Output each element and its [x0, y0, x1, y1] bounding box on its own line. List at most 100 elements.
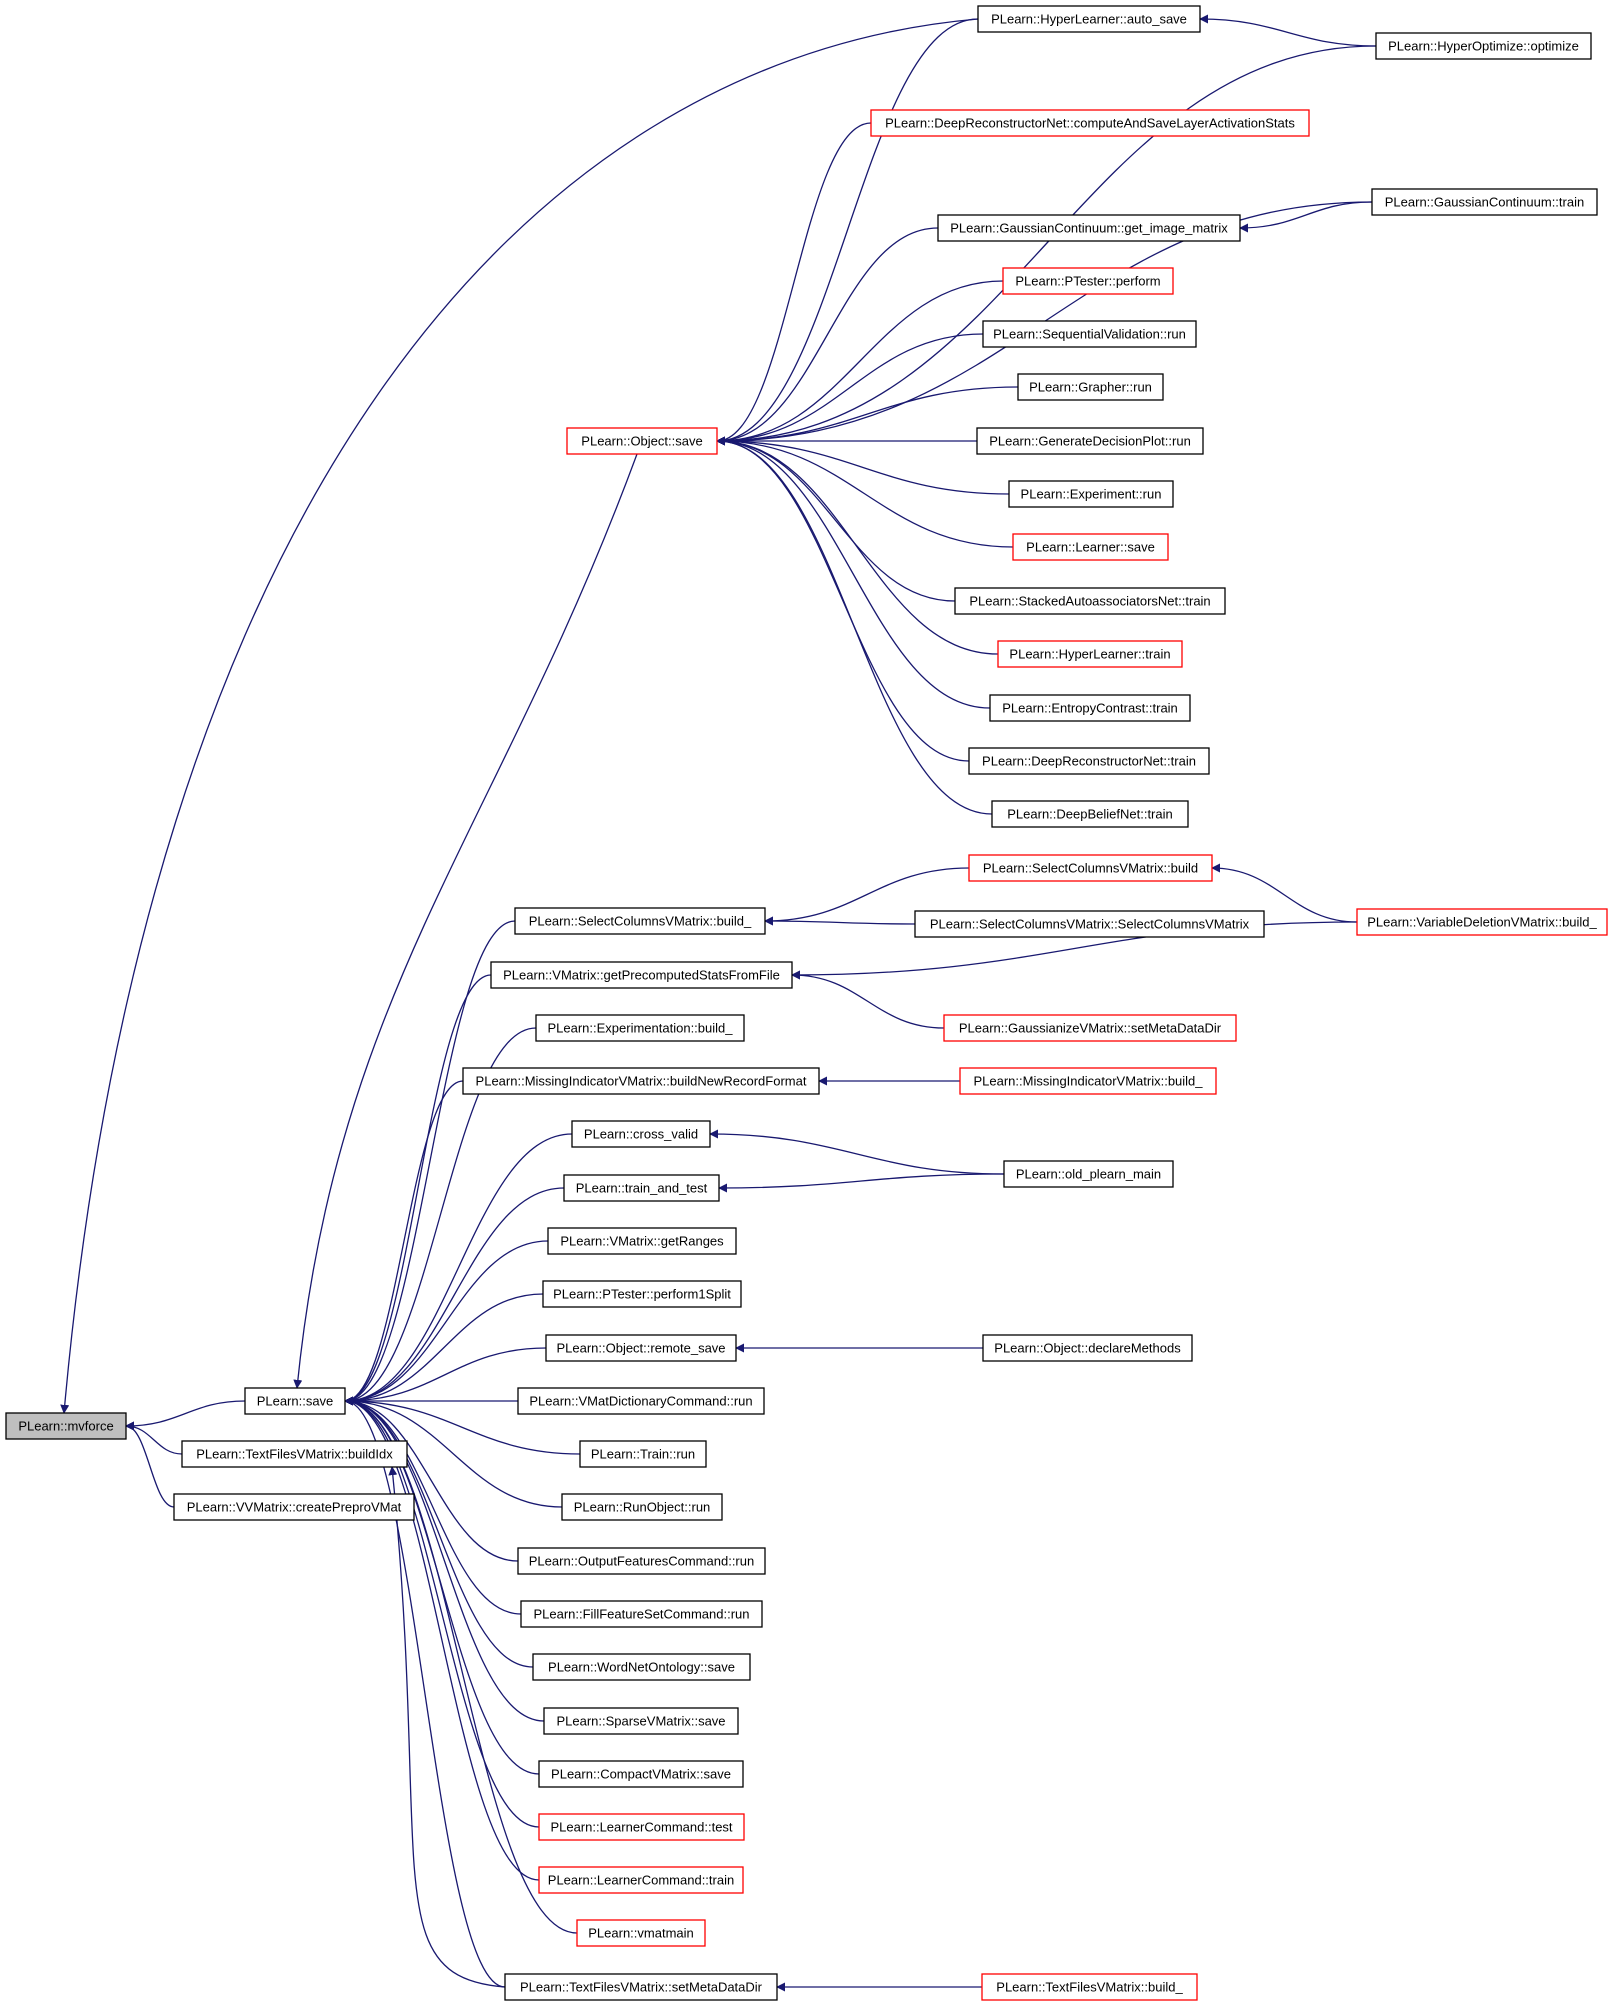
node-seqval[interactable]: PLearn::SequentialValidation::run: [982, 320, 1197, 348]
node-box: [181, 1440, 408, 1468]
node-learner_save[interactable]: PLearn::Learner::save: [1012, 533, 1169, 561]
node-runobj[interactable]: PLearn::RunObject::run: [561, 1493, 723, 1521]
node-box: [517, 1547, 766, 1575]
node-train_run[interactable]: PLearn::Train::run: [579, 1440, 707, 1468]
edge-getranges-to-save: [344, 1240, 549, 1406]
node-save[interactable]: PLearn::save: [244, 1387, 346, 1415]
nodes-layer: PLearn::mvforce PLearn::savePLearn::TextF…: [5, 5, 1608, 2001]
node-entropy[interactable]: PLearn::EntropyContrast::train: [989, 694, 1191, 722]
node-label: PLearn::StackedAutoassociatorsNet::train: [969, 594, 1210, 609]
node-vdv_build_[interactable]: PLearn::VariableDeletionVMatrix::build_: [1356, 908, 1608, 936]
node-dbn[interactable]: PLearn::DeepBeliefNet::train: [991, 800, 1189, 828]
node-box: [545, 1334, 737, 1362]
node-box: [959, 1067, 1217, 1095]
node-gc_train[interactable]: PLearn::GaussianContinuum::train: [1371, 188, 1598, 216]
node-getranges[interactable]: PLearn::VMatrix::getRanges: [547, 1227, 737, 1255]
edge-lc_test-to-save: [344, 1396, 540, 1828]
edge-obj_save-to-save: [293, 453, 638, 1389]
node-compact[interactable]: PLearn::CompactVMatrix::save: [538, 1760, 744, 1788]
node-scv_build[interactable]: PLearn::SelectColumnsVMatrix::build: [968, 854, 1213, 882]
node-box: [976, 427, 1204, 455]
node-label: PLearn::Train::run: [591, 1447, 695, 1462]
node-ptester_perform[interactable]: PLearn::PTester::perform: [1002, 267, 1174, 295]
node-sanet[interactable]: PLearn::StackedAutoassociatorsNet::train: [954, 587, 1226, 615]
node-box: [870, 109, 1310, 137]
node-tfv_buildIdx[interactable]: PLearn::TextFilesVMatrix::buildIdx: [181, 1440, 408, 1468]
edge-old_main-to-cross_valid: [709, 1129, 1005, 1175]
node-label: PLearn::DeepReconstructorNet::train: [982, 754, 1196, 769]
node-label: PLearn::Object::remote_save: [556, 1341, 725, 1356]
node-box: [1356, 908, 1608, 936]
node-experiment[interactable]: PLearn::Experiment::run: [1008, 480, 1174, 508]
edge-grapher-to-obj_save: [716, 386, 1019, 446]
node-wordnet[interactable]: PLearn::WordNetOntology::save: [532, 1653, 751, 1681]
node-box: [571, 1120, 711, 1148]
node-vm_getpre[interactable]: PLearn::VMatrix::getPrecomputedStatsFrom…: [490, 961, 793, 989]
edge-gauss_setmeta-to-vm_getpre: [791, 970, 945, 1029]
node-label: PLearn::Object::declareMethods: [994, 1341, 1181, 1356]
node-outfeat[interactable]: PLearn::OutputFeaturesCommand::run: [517, 1547, 766, 1575]
node-gc_img[interactable]: PLearn::GaussianContinuum::get_image_mat…: [937, 214, 1241, 242]
node-drn_compute[interactable]: PLearn::DeepReconstructorNet::computeAnd…: [870, 109, 1310, 137]
node-scv_ctor[interactable]: PLearn::SelectColumnsVMatrix::SelectColu…: [914, 910, 1265, 938]
node-tfv_setmeta[interactable]: PLearn::TextFilesVMatrix::setMetaDataDir: [504, 1973, 778, 2001]
node-fillfeat[interactable]: PLearn::FillFeatureSetCommand::run: [520, 1600, 763, 1628]
node-gauss_setmeta[interactable]: PLearn::GaussianizeVMatrix::setMetaDataD…: [943, 1014, 1237, 1042]
node-old_main[interactable]: PLearn::old_plearn_main: [1003, 1160, 1174, 1188]
edge-runobj-to-save: [344, 1396, 563, 1508]
node-sparse[interactable]: PLearn::SparseVMatrix::save: [543, 1707, 739, 1735]
node-miv_build_[interactable]: PLearn::MissingIndicatorVMatrix::build_: [959, 1067, 1217, 1095]
node-cross_valid[interactable]: PLearn::cross_valid: [571, 1120, 711, 1148]
node-miv_bnrf[interactable]: PLearn::MissingIndicatorVMatrix::buildNe…: [462, 1067, 820, 1095]
node-vv_prepro[interactable]: PLearn::VVMatrix::createPreproVMat: [173, 1493, 415, 1521]
node-box: [981, 1973, 1198, 2001]
node-grapher[interactable]: PLearn::Grapher::run: [1017, 373, 1164, 401]
node-lc_test[interactable]: PLearn::LearnerCommand::test: [538, 1813, 745, 1841]
node-label: PLearn::Experimentation::build_: [547, 1021, 733, 1036]
node-box: [532, 1653, 751, 1681]
node-scv_build_[interactable]: PLearn::SelectColumnsVMatrix::build_: [514, 907, 766, 935]
node-obj_save[interactable]: PLearn::Object::save: [566, 427, 718, 455]
node-mvforce[interactable]: PLearn::mvforce: [5, 1412, 127, 1440]
node-label: PLearn::FillFeatureSetCommand::run: [533, 1607, 749, 1622]
edges-layer: [60, 14, 1377, 1992]
node-box: [914, 910, 1265, 938]
node-label: PLearn::MissingIndicatorVMatrix::buildNe…: [476, 1074, 807, 1089]
node-remote_save[interactable]: PLearn::Object::remote_save: [545, 1334, 737, 1362]
node-label: PLearn::VMatrix::getPrecomputedStatsFrom…: [503, 968, 780, 983]
node-lc_train[interactable]: PLearn::LearnerCommand::train: [538, 1866, 744, 1894]
node-hl_train[interactable]: PLearn::HyperLearner::train: [997, 640, 1183, 668]
node-tfv_build_[interactable]: PLearn::TextFilesVMatrix::build_: [981, 1973, 1198, 2001]
node-label: PLearn::MissingIndicatorVMatrix::build_: [973, 1074, 1203, 1089]
node-box: [968, 854, 1213, 882]
node-label: PLearn::old_plearn_main: [1016, 1167, 1161, 1182]
node-label: PLearn::GaussianContinuum::train: [1385, 195, 1584, 210]
node-drn_train[interactable]: PLearn::DeepReconstructorNet::train: [968, 747, 1210, 775]
node-label: PLearn::LearnerCommand::train: [548, 1873, 734, 1888]
edge-gc_img-to-obj_save: [716, 227, 939, 446]
node-label: PLearn::PTester::perform1Split: [553, 1287, 731, 1302]
node-box: [538, 1866, 744, 1894]
node-label: PLearn::RunObject::run: [574, 1500, 711, 1515]
node-vmatdict[interactable]: PLearn::VMatDictionaryCommand::run: [517, 1387, 765, 1415]
node-expmt_build[interactable]: PLearn::Experimentation::build_: [535, 1014, 745, 1042]
node-label: PLearn::Learner::save: [1026, 540, 1155, 555]
node-hl_auto_save[interactable]: PLearn::HyperLearner::auto_save: [977, 5, 1201, 33]
node-box: [538, 1813, 745, 1841]
edge-sparse-to-save: [344, 1396, 545, 1722]
node-label: PLearn::SelectColumnsVMatrix::build_: [529, 914, 752, 929]
edge-gc_train-to-gc_img: [1239, 201, 1373, 233]
node-perform1split[interactable]: PLearn::PTester::perform1Split: [542, 1280, 742, 1308]
node-gdp[interactable]: PLearn::GenerateDecisionPlot::run: [976, 427, 1204, 455]
node-hyperopt[interactable]: PLearn::HyperOptimize::optimize: [1375, 32, 1592, 60]
edge-hl_auto_save-to-obj_save: [716, 18, 979, 446]
node-box: [1375, 32, 1592, 60]
node-box: [937, 214, 1241, 242]
node-box: [173, 1493, 415, 1521]
node-box: [997, 640, 1183, 668]
node-label: PLearn::HyperLearner::auto_save: [991, 12, 1187, 27]
node-declare[interactable]: PLearn::Object::declareMethods: [982, 1334, 1193, 1362]
node-vmatmain[interactable]: PLearn::vmatmain: [576, 1919, 706, 1947]
node-train_test[interactable]: PLearn::train_and_test: [563, 1174, 720, 1202]
